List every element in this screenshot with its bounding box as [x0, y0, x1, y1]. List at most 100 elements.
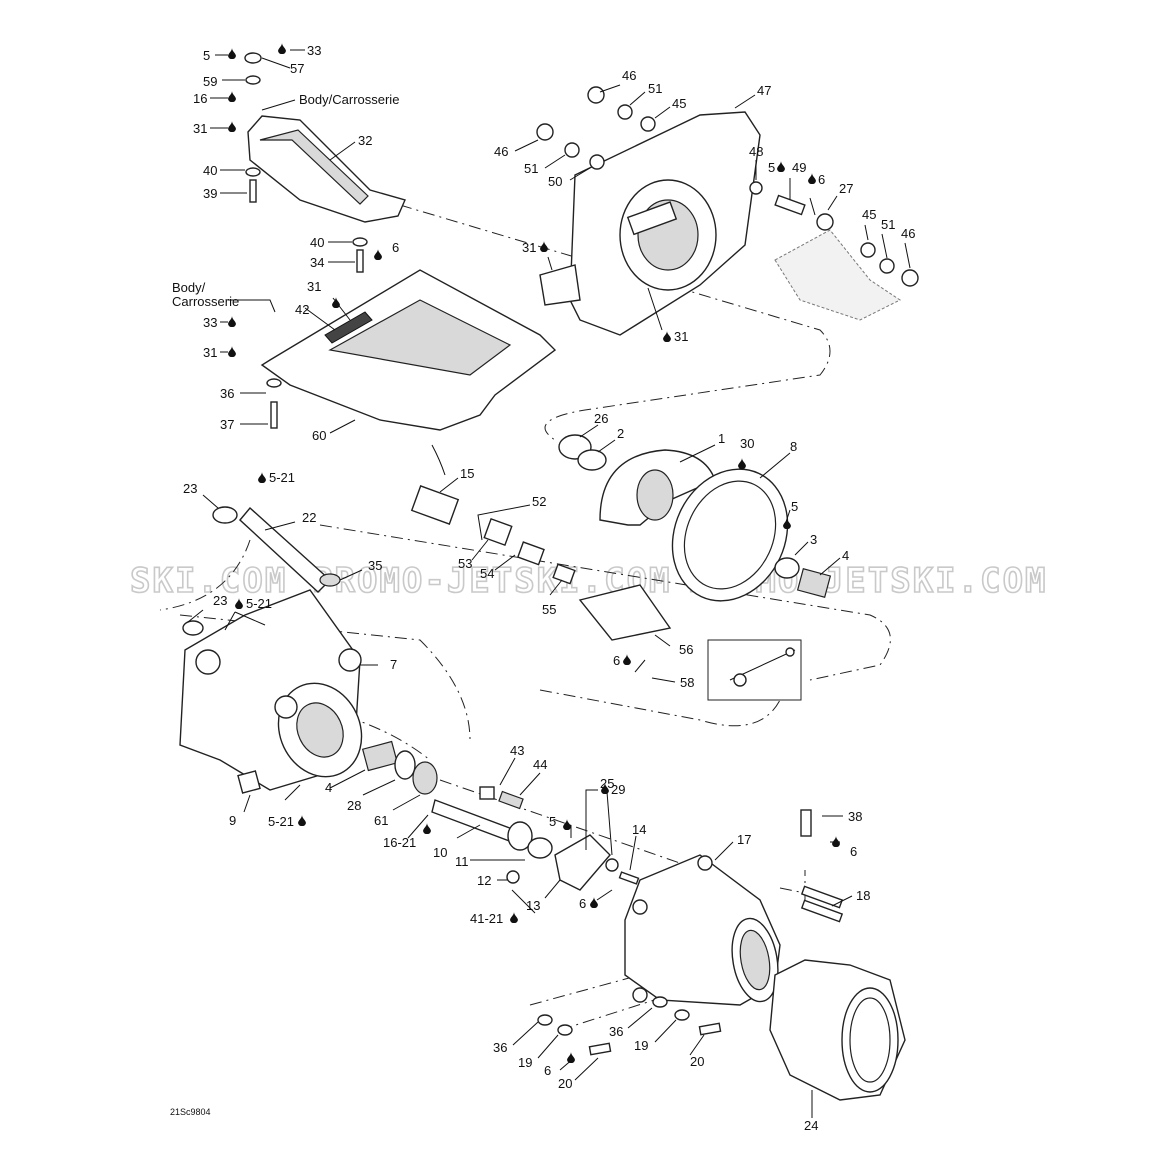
callout: 47 — [757, 83, 771, 98]
callout: 46 — [494, 144, 508, 159]
callout: 59 — [203, 74, 217, 89]
adhesive-drop-icon — [228, 346, 236, 357]
callout: 4 — [842, 548, 849, 563]
adhesive-drop-icon — [228, 91, 236, 102]
callout: 5 — [768, 160, 775, 175]
callout: 57 — [290, 61, 304, 76]
callout: 5-21 — [268, 814, 294, 829]
callout: 8 — [790, 439, 797, 454]
callout: 27 — [839, 181, 853, 196]
callout: 29 — [611, 782, 625, 797]
leader-lines — [187, 49, 911, 1118]
callout: 18 — [856, 888, 870, 903]
callout: 2 — [617, 426, 624, 441]
adhesive-drop-icon — [623, 654, 631, 665]
callout: Carrosserie — [172, 294, 239, 309]
adhesive-drop-icon — [663, 331, 671, 342]
callout: 14 — [632, 822, 646, 837]
pump-cover — [554, 834, 640, 891]
adhesive-drop-icon — [423, 823, 431, 834]
callout: 5 — [791, 499, 798, 514]
callout: 42 — [295, 302, 309, 317]
callout: 6 — [613, 653, 620, 668]
pump-support-plate — [536, 86, 919, 336]
steering-nozzle — [769, 809, 906, 1101]
impeller-shaft-group — [361, 740, 553, 884]
callout: 6 — [579, 896, 586, 911]
adhesive-drop-icon — [738, 458, 746, 469]
callout: 33 — [307, 43, 321, 58]
callout: 31 — [203, 345, 217, 360]
callout-labels: 5 33 57 59 16 Body/Carrosserie 31 32 40 … — [172, 43, 915, 1133]
callout: 36 — [493, 1040, 507, 1055]
callout: 12 — [477, 873, 491, 888]
callout: 31 — [522, 240, 536, 255]
callout: 39 — [203, 186, 217, 201]
callout: 19 — [634, 1038, 648, 1053]
callout: 49 — [792, 160, 806, 175]
watermark: SKI.COM PROMO-JETSKI.COM PROMO-JETSKI.CO… — [129, 560, 1046, 602]
callout: 38 — [848, 809, 862, 824]
impeller-group — [558, 434, 832, 602]
callout: 6 — [544, 1063, 551, 1078]
callout: 25 — [600, 776, 614, 791]
ride-plate — [260, 269, 557, 431]
callout: 15 — [460, 466, 474, 481]
callout: 23 — [183, 481, 197, 496]
callout: 46 — [901, 226, 915, 241]
adhesive-drop-icon — [228, 121, 236, 132]
callout: 31 — [193, 121, 207, 136]
callout: 5-21 — [246, 596, 272, 611]
adhesive-drop-icon — [777, 161, 785, 172]
bottom-hardware — [537, 996, 722, 1056]
callout: 43 — [510, 743, 524, 758]
pump-housing — [179, 589, 363, 794]
callout: 24 — [804, 1118, 818, 1133]
watermark-left: SKI.COM — [130, 561, 287, 601]
callout: 53 — [458, 556, 472, 571]
callout: 23 — [213, 593, 227, 608]
callout: 41-21 — [470, 911, 503, 926]
callout: 28 — [347, 798, 361, 813]
callout: 51 — [648, 81, 662, 96]
callout: 55 — [542, 602, 556, 617]
callout: 36 — [609, 1024, 623, 1039]
callout: 6 — [850, 844, 857, 859]
venturi — [624, 854, 781, 1006]
callout: 5 — [203, 48, 210, 63]
callout: 10 — [433, 845, 447, 860]
callout: 11 — [455, 854, 469, 869]
callout: 54 — [480, 566, 494, 581]
callout: 45 — [672, 96, 686, 111]
callout: 51 — [881, 217, 895, 232]
callout: 3 — [810, 532, 817, 547]
callout: 34 — [310, 255, 324, 270]
callout: 13 — [526, 898, 540, 913]
ride-plate-bracket — [244, 52, 406, 273]
callout: 56 — [679, 642, 693, 657]
callout: 51 — [524, 161, 538, 176]
drive-shaft — [212, 506, 341, 593]
callout: 44 — [533, 757, 547, 772]
callout: Body/Carrosserie — [299, 92, 399, 107]
callout: 58 — [680, 675, 694, 690]
callout: 16-21 — [383, 835, 416, 850]
callout: 60 — [312, 428, 326, 443]
callout: 6 — [392, 240, 399, 255]
trim-detail-box — [707, 639, 802, 701]
figure-code: 21Sc9804 — [170, 1107, 211, 1117]
callout: 31 — [674, 329, 688, 344]
callout: 20 — [558, 1076, 572, 1091]
callout: 35 — [368, 558, 382, 573]
callout: 40 — [203, 163, 217, 178]
adhesive-drop-icon — [510, 912, 518, 923]
callout: 52 — [532, 494, 546, 509]
adhesive-drop-icon — [563, 819, 571, 830]
callout: 40 — [310, 235, 324, 250]
callout: 45 — [862, 207, 876, 222]
callout: 26 — [594, 411, 608, 426]
adhesive-drop-icon — [590, 897, 598, 908]
callout: 33 — [203, 315, 217, 330]
adhesive-drop-icon — [258, 472, 266, 483]
